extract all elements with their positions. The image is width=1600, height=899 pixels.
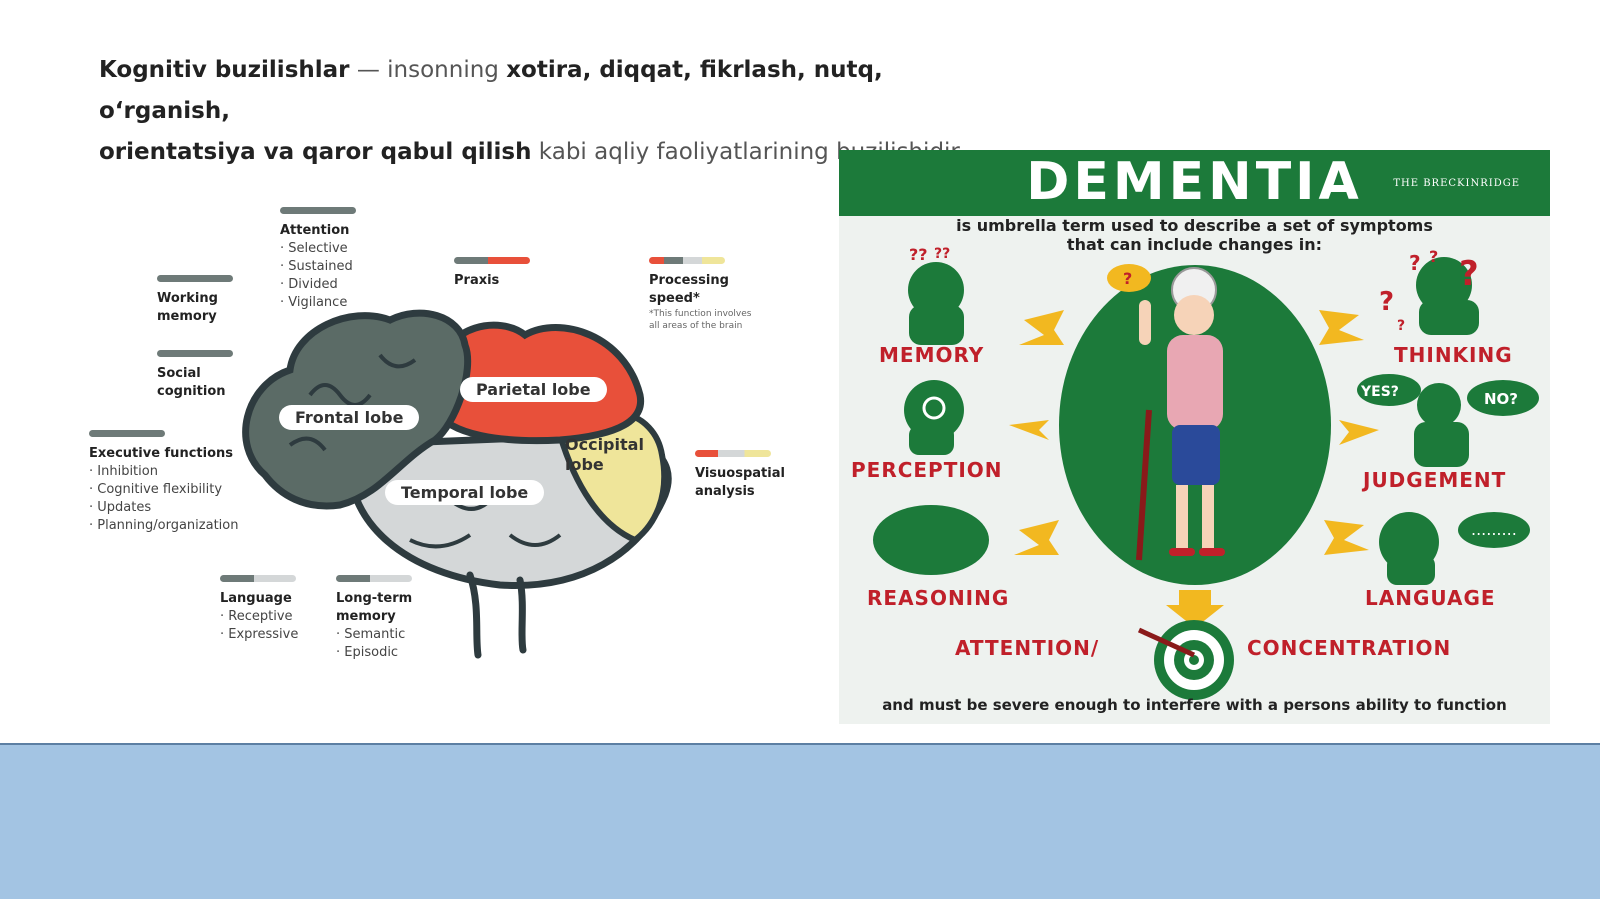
elderly-woman-icon: [1136, 267, 1225, 561]
judgement-head-icon: [1417, 383, 1461, 427]
svg-text:.........: .........: [1471, 520, 1517, 539]
thinking-head-icon: [1416, 257, 1472, 313]
svg-text:?: ?: [1409, 251, 1421, 275]
parietal-lobe-label: Parietal lobe: [460, 377, 607, 402]
dementia-artwork: ? ?? ?? ? ? ? ? ?: [873, 245, 1539, 700]
social-cognition-label: Social cognition: [157, 350, 233, 401]
visuospatial-label: Visuospatial analysis: [695, 450, 785, 501]
svg-text:?: ?: [1379, 287, 1394, 317]
processing-speed-label: Processing speed* *This function involve…: [649, 257, 751, 332]
brand-logo: THE BRECKINRIDGE: [1393, 178, 1520, 189]
working-memory-label: Working memory: [157, 275, 233, 326]
language-label: Language · Receptive · Expressive: [220, 575, 298, 644]
arrow-perception: [1009, 420, 1049, 440]
no-bubble-text: NO?: [1484, 390, 1519, 408]
brain-diagram: Frontal lobe Parietal lobe Temporal lobe…: [80, 195, 800, 675]
dementia-subtitle: is umbrella term used to describe a set …: [956, 216, 1433, 254]
intro-term: Kognitiv buzilishlar: [99, 57, 350, 83]
intro-dash: — insonning: [349, 57, 507, 83]
svg-text:??: ??: [934, 246, 950, 262]
arrow-attention: [1166, 590, 1224, 628]
arrow-thinking: [1319, 310, 1364, 345]
arrow-judgement: [1339, 420, 1379, 445]
symptom-language: LANGUAGE: [1365, 586, 1496, 610]
lightbulb-icon: [922, 396, 946, 420]
symptom-memory: MEMORY: [879, 343, 985, 367]
yes-bubble-text: YES?: [1361, 384, 1399, 400]
frontal-lobe-label: Frontal lobe: [279, 405, 420, 430]
target-icon: [1137, 620, 1234, 700]
svg-text:?: ?: [1429, 247, 1438, 266]
attention-label: Attention · Selective · Sustained · Divi…: [280, 207, 356, 312]
dementia-footer: and must be severe enough to interfere w…: [882, 696, 1507, 714]
symptom-attention: ATTENTION/: [955, 636, 1100, 660]
intro-functions-2: orientatsiya va qaror qabul qilish: [99, 139, 532, 165]
svg-text:?: ?: [1459, 254, 1479, 294]
occipital-lobe-label: Occipital lobe: [565, 435, 644, 474]
language-bubble: [1458, 512, 1530, 548]
intro-functions-1: xotira, diqqat, fikrlash, nutq, o‘rganis…: [99, 57, 883, 124]
praxis-label: Praxis: [454, 257, 530, 290]
reasoning-brain-icon: [873, 505, 989, 575]
dementia-title: DEMENTIA: [1026, 152, 1363, 212]
executive-functions-label: Executive functions · Inhibition · Cogni…: [89, 430, 238, 535]
dementia-header: [839, 150, 1550, 216]
svg-text:??: ??: [909, 245, 928, 264]
svg-text:?: ?: [1397, 318, 1405, 334]
svg-text:?: ?: [1123, 269, 1132, 288]
long-term-memory-label: Long-term memory · Semantic · Episodic: [336, 575, 412, 662]
dementia-infographic: DEMENTIA THE BRECKINRIDGE is umbrella te…: [839, 150, 1550, 724]
symptom-concentration: CONCENTRATION: [1247, 636, 1452, 660]
arrow-reasoning: [1014, 520, 1059, 555]
slide-bottom-band: [0, 743, 1600, 899]
arrow-memory: [1019, 310, 1064, 345]
cerebellum-line: [516, 576, 527, 654]
symptom-perception: PERCEPTION: [851, 458, 1003, 482]
symptom-thinking: THINKING: [1394, 343, 1513, 367]
no-bubble: [1467, 380, 1539, 416]
symptom-judgement: JUDGEMENT: [1363, 468, 1507, 492]
brain-stem: [466, 571, 482, 659]
yes-bubble: [1357, 374, 1421, 406]
temporal-lobe-label: Temporal lobe: [385, 480, 545, 505]
symptom-reasoning: REASONING: [867, 586, 1010, 610]
arrow-language: [1324, 520, 1369, 555]
memory-head-icon: [908, 262, 964, 318]
